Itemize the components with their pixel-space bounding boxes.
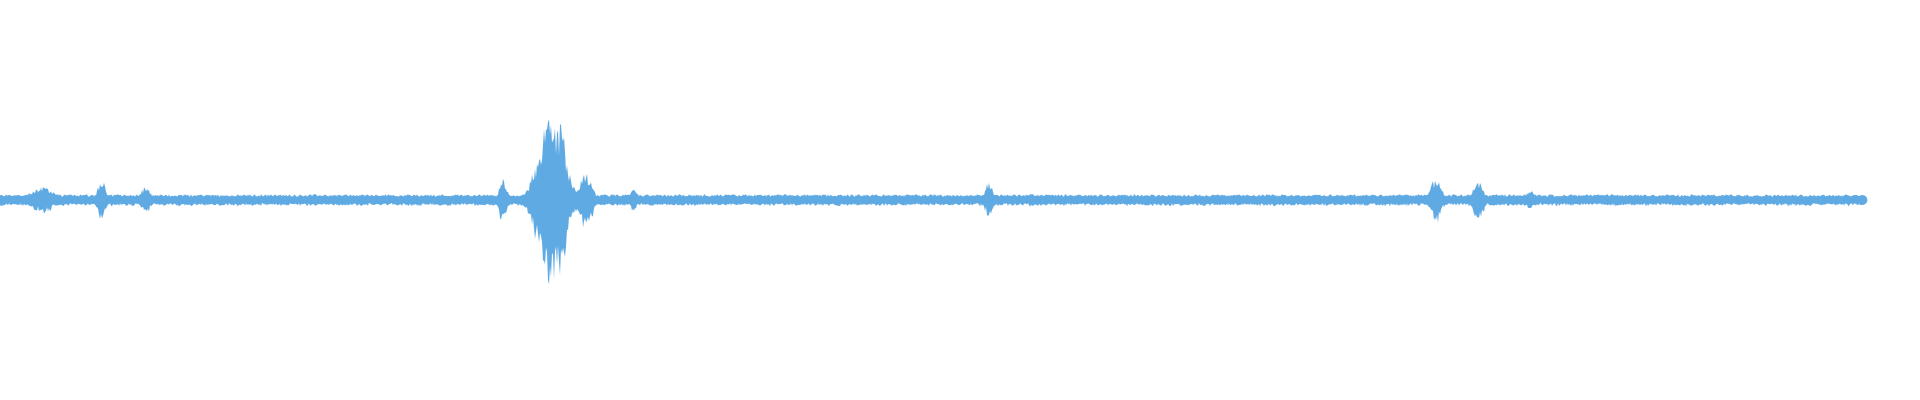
waveform-end-cap bbox=[1857, 195, 1868, 205]
waveform-shape bbox=[0, 119, 1862, 285]
